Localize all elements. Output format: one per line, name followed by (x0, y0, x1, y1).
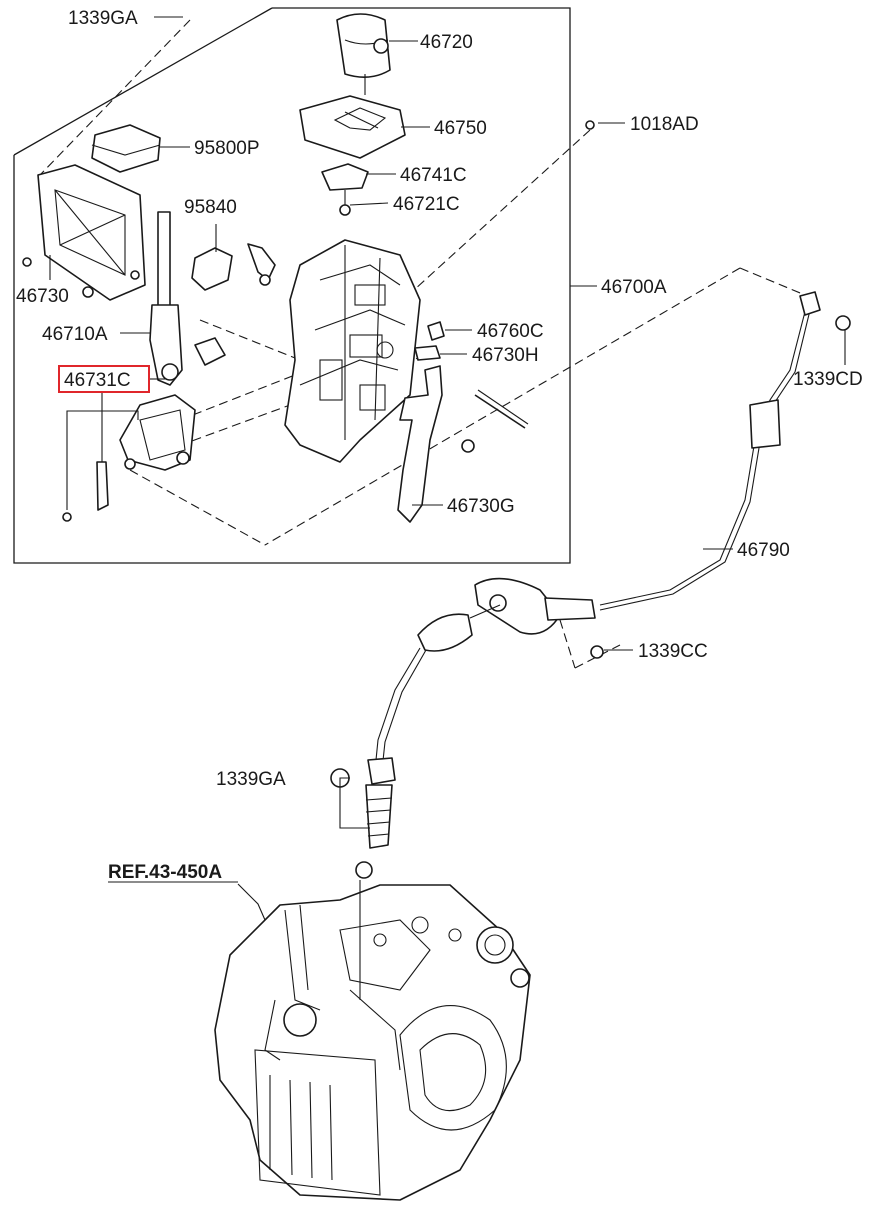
label-95800p[interactable]: 95800P (194, 138, 260, 159)
switch-part (191, 243, 276, 291)
label-1339ga-top[interactable]: 1339GA (68, 8, 138, 29)
transmission-part (214, 880, 531, 1201)
label-1339ga-mid[interactable]: 1339GA (216, 769, 286, 790)
label-46731c[interactable]: 46731C (64, 370, 131, 391)
label-46721c[interactable]: 46721C (393, 194, 460, 215)
shift-cable-part (330, 120, 851, 879)
lower-bracket-part (397, 365, 443, 523)
leader-lines (49, 16, 846, 921)
lock-bracket-part (321, 163, 369, 216)
label-46730[interactable]: 46730 (16, 286, 69, 307)
ref-label[interactable]: REF.43-450A (108, 862, 222, 883)
label-95840[interactable]: 95840 (184, 197, 237, 218)
clip-parts (414, 321, 445, 361)
lever-rod-part (149, 211, 226, 386)
label-1339cd[interactable]: 1339CD (793, 369, 863, 390)
pin-bolt-part (461, 389, 529, 453)
shift-lever-housing (284, 239, 421, 463)
assembly-frame (13, 7, 571, 564)
label-46730h[interactable]: 46730H (472, 345, 539, 366)
shift-knob-part (336, 13, 391, 95)
shift-indicator-part (299, 95, 406, 159)
label-46730g[interactable]: 46730G (447, 496, 515, 517)
label-46720[interactable]: 46720 (420, 32, 473, 53)
label-1339cc[interactable]: 1339CC (638, 641, 708, 662)
side-bracket-part (22, 164, 146, 301)
label-1018ad[interactable]: 1018AD (630, 114, 699, 135)
label-46710a[interactable]: 46710A (42, 324, 108, 345)
label-46790[interactable]: 46790 (737, 540, 790, 561)
highlight-box (58, 365, 150, 393)
label-46741c[interactable]: 46741C (400, 165, 467, 186)
label-46760c[interactable]: 46760C (477, 321, 544, 342)
lever-bracket-part (62, 394, 196, 522)
label-46750[interactable]: 46750 (434, 118, 487, 139)
control-module-part (91, 124, 161, 173)
label-46700a[interactable]: 46700A (601, 277, 667, 298)
